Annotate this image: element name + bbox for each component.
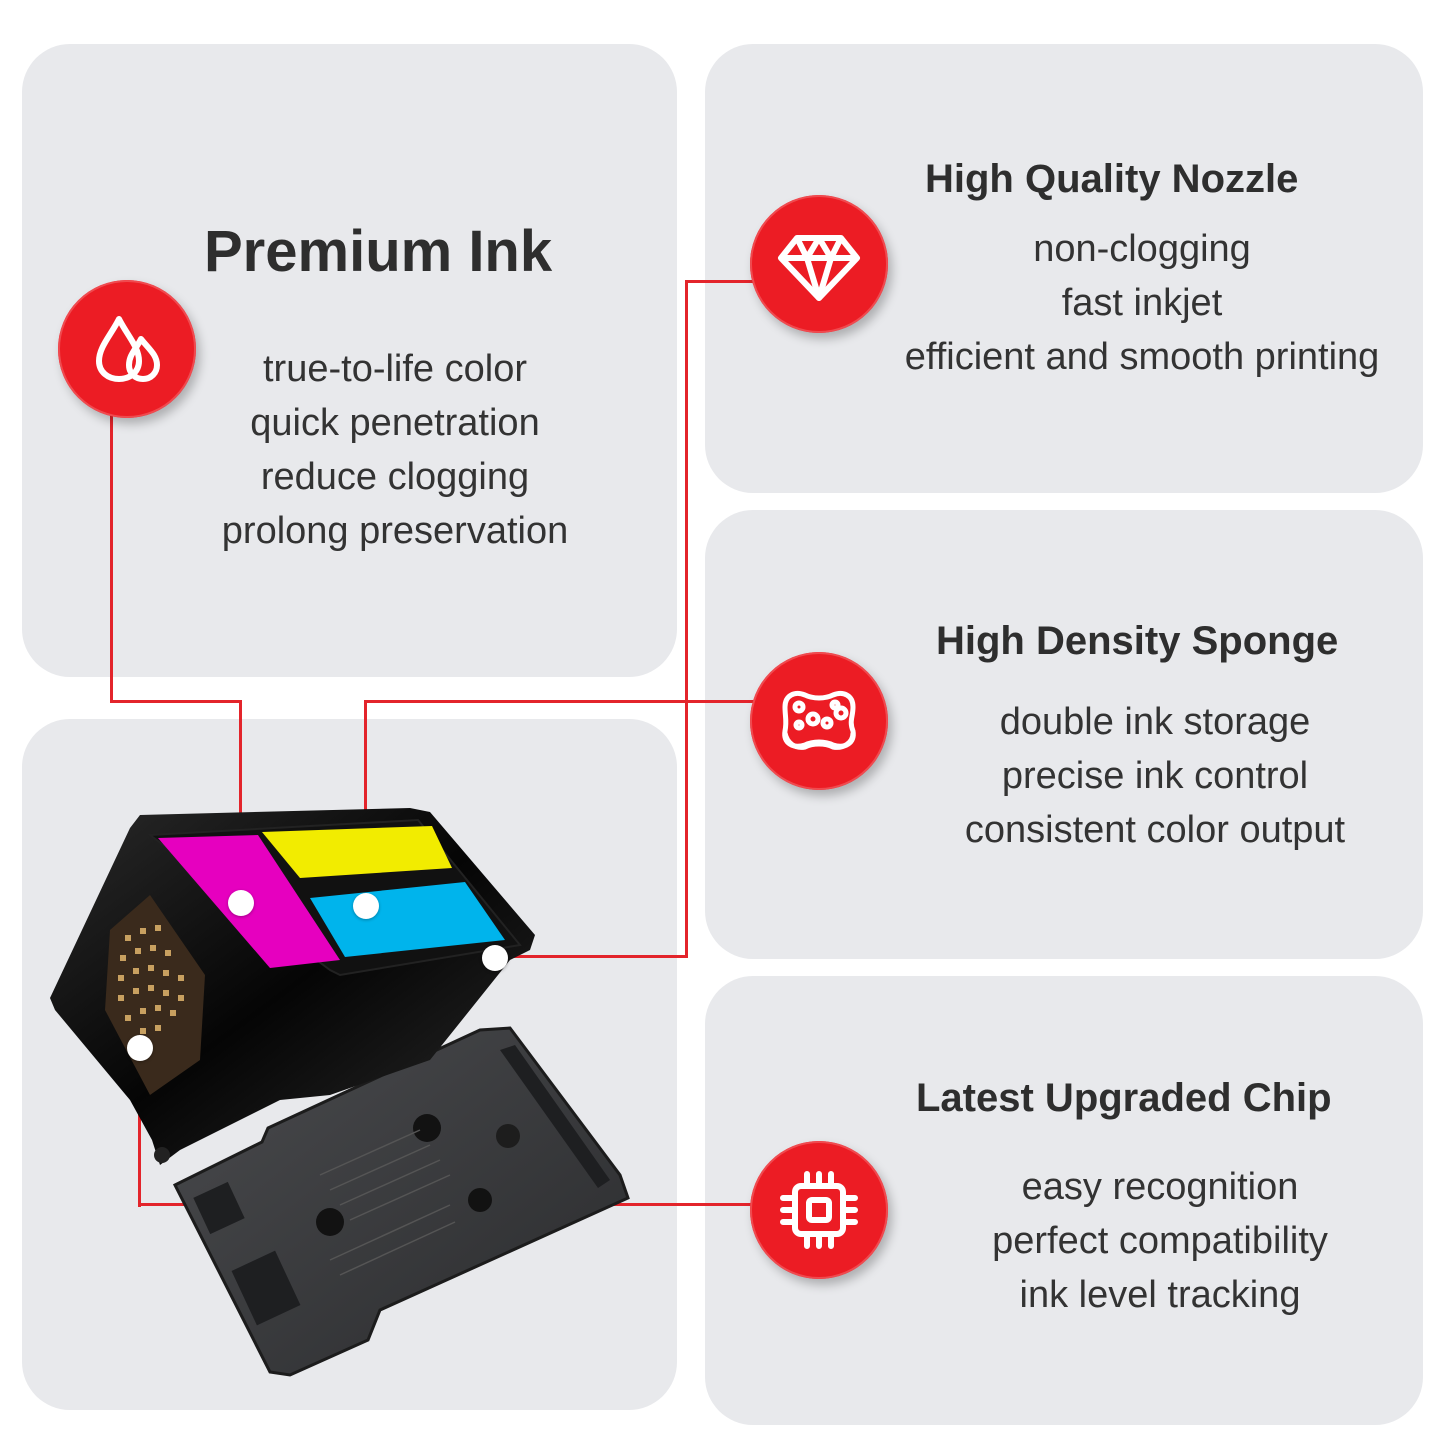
connector-sponge: [364, 700, 754, 703]
connector-ink: [110, 400, 113, 702]
ink-drops-icon: [96, 316, 160, 382]
premium-ink-badge: [58, 280, 196, 418]
connector-chip: [138, 1045, 141, 1207]
sponge-features: double ink storage precise ink control c…: [900, 695, 1410, 857]
feature-line: fast inkjet: [1061, 282, 1223, 324]
feature-line: precise ink control: [1001, 755, 1309, 797]
yellow-window: [262, 826, 452, 878]
chip-badge: [750, 1141, 888, 1279]
sponge-badge: [750, 652, 888, 790]
feature-line: ink level tracking: [1019, 1274, 1301, 1316]
feature-line: consistent color output: [964, 809, 1346, 851]
sponge-icon: [782, 691, 856, 750]
feature-line: quick penetration: [250, 402, 540, 444]
feature-line: double ink storage: [999, 701, 1311, 743]
nozzle-title: High Quality Nozzle: [925, 157, 1299, 201]
feature-line: perfect compatibility: [992, 1220, 1328, 1262]
magenta-marker-dot: [228, 890, 254, 916]
feature-line: reduce clogging: [260, 456, 530, 498]
feature-line: easy recognition: [1021, 1166, 1299, 1208]
connector-nozzle: [685, 280, 688, 958]
feature-line: true-to-life color: [263, 348, 527, 390]
feature-line: non-clogging: [1033, 228, 1251, 270]
feature-line: prolong preservation: [221, 510, 569, 552]
sponge-title: High Density Sponge: [936, 619, 1339, 663]
chip-title: Latest Upgraded Chip: [916, 1076, 1332, 1120]
connector-nozzle: [495, 955, 688, 958]
connector-ink: [110, 700, 242, 703]
connector-nozzle: [685, 280, 755, 283]
premium-ink-title: Premium Ink: [204, 219, 553, 284]
connector-sponge: [364, 700, 367, 905]
ink-cartridge-image: [50, 808, 630, 1377]
chip-icon: [780, 1171, 858, 1249]
nozzle-features: non-clogging fast inkjet efficient and s…: [862, 222, 1422, 384]
diamond-icon: [778, 235, 860, 301]
premium-ink-features: true-to-life color quick penetration red…: [150, 342, 640, 558]
chip-marker-dot: [127, 1035, 153, 1061]
connector-ink: [239, 700, 242, 903]
cyan-marker-dot: [353, 893, 379, 919]
nozzle-marker-dot: [482, 945, 508, 971]
nozzle-badge: [750, 195, 888, 333]
feature-line: efficient and smooth printing: [904, 336, 1380, 378]
chip-features: easy recognition perfect compatibility i…: [910, 1160, 1410, 1322]
